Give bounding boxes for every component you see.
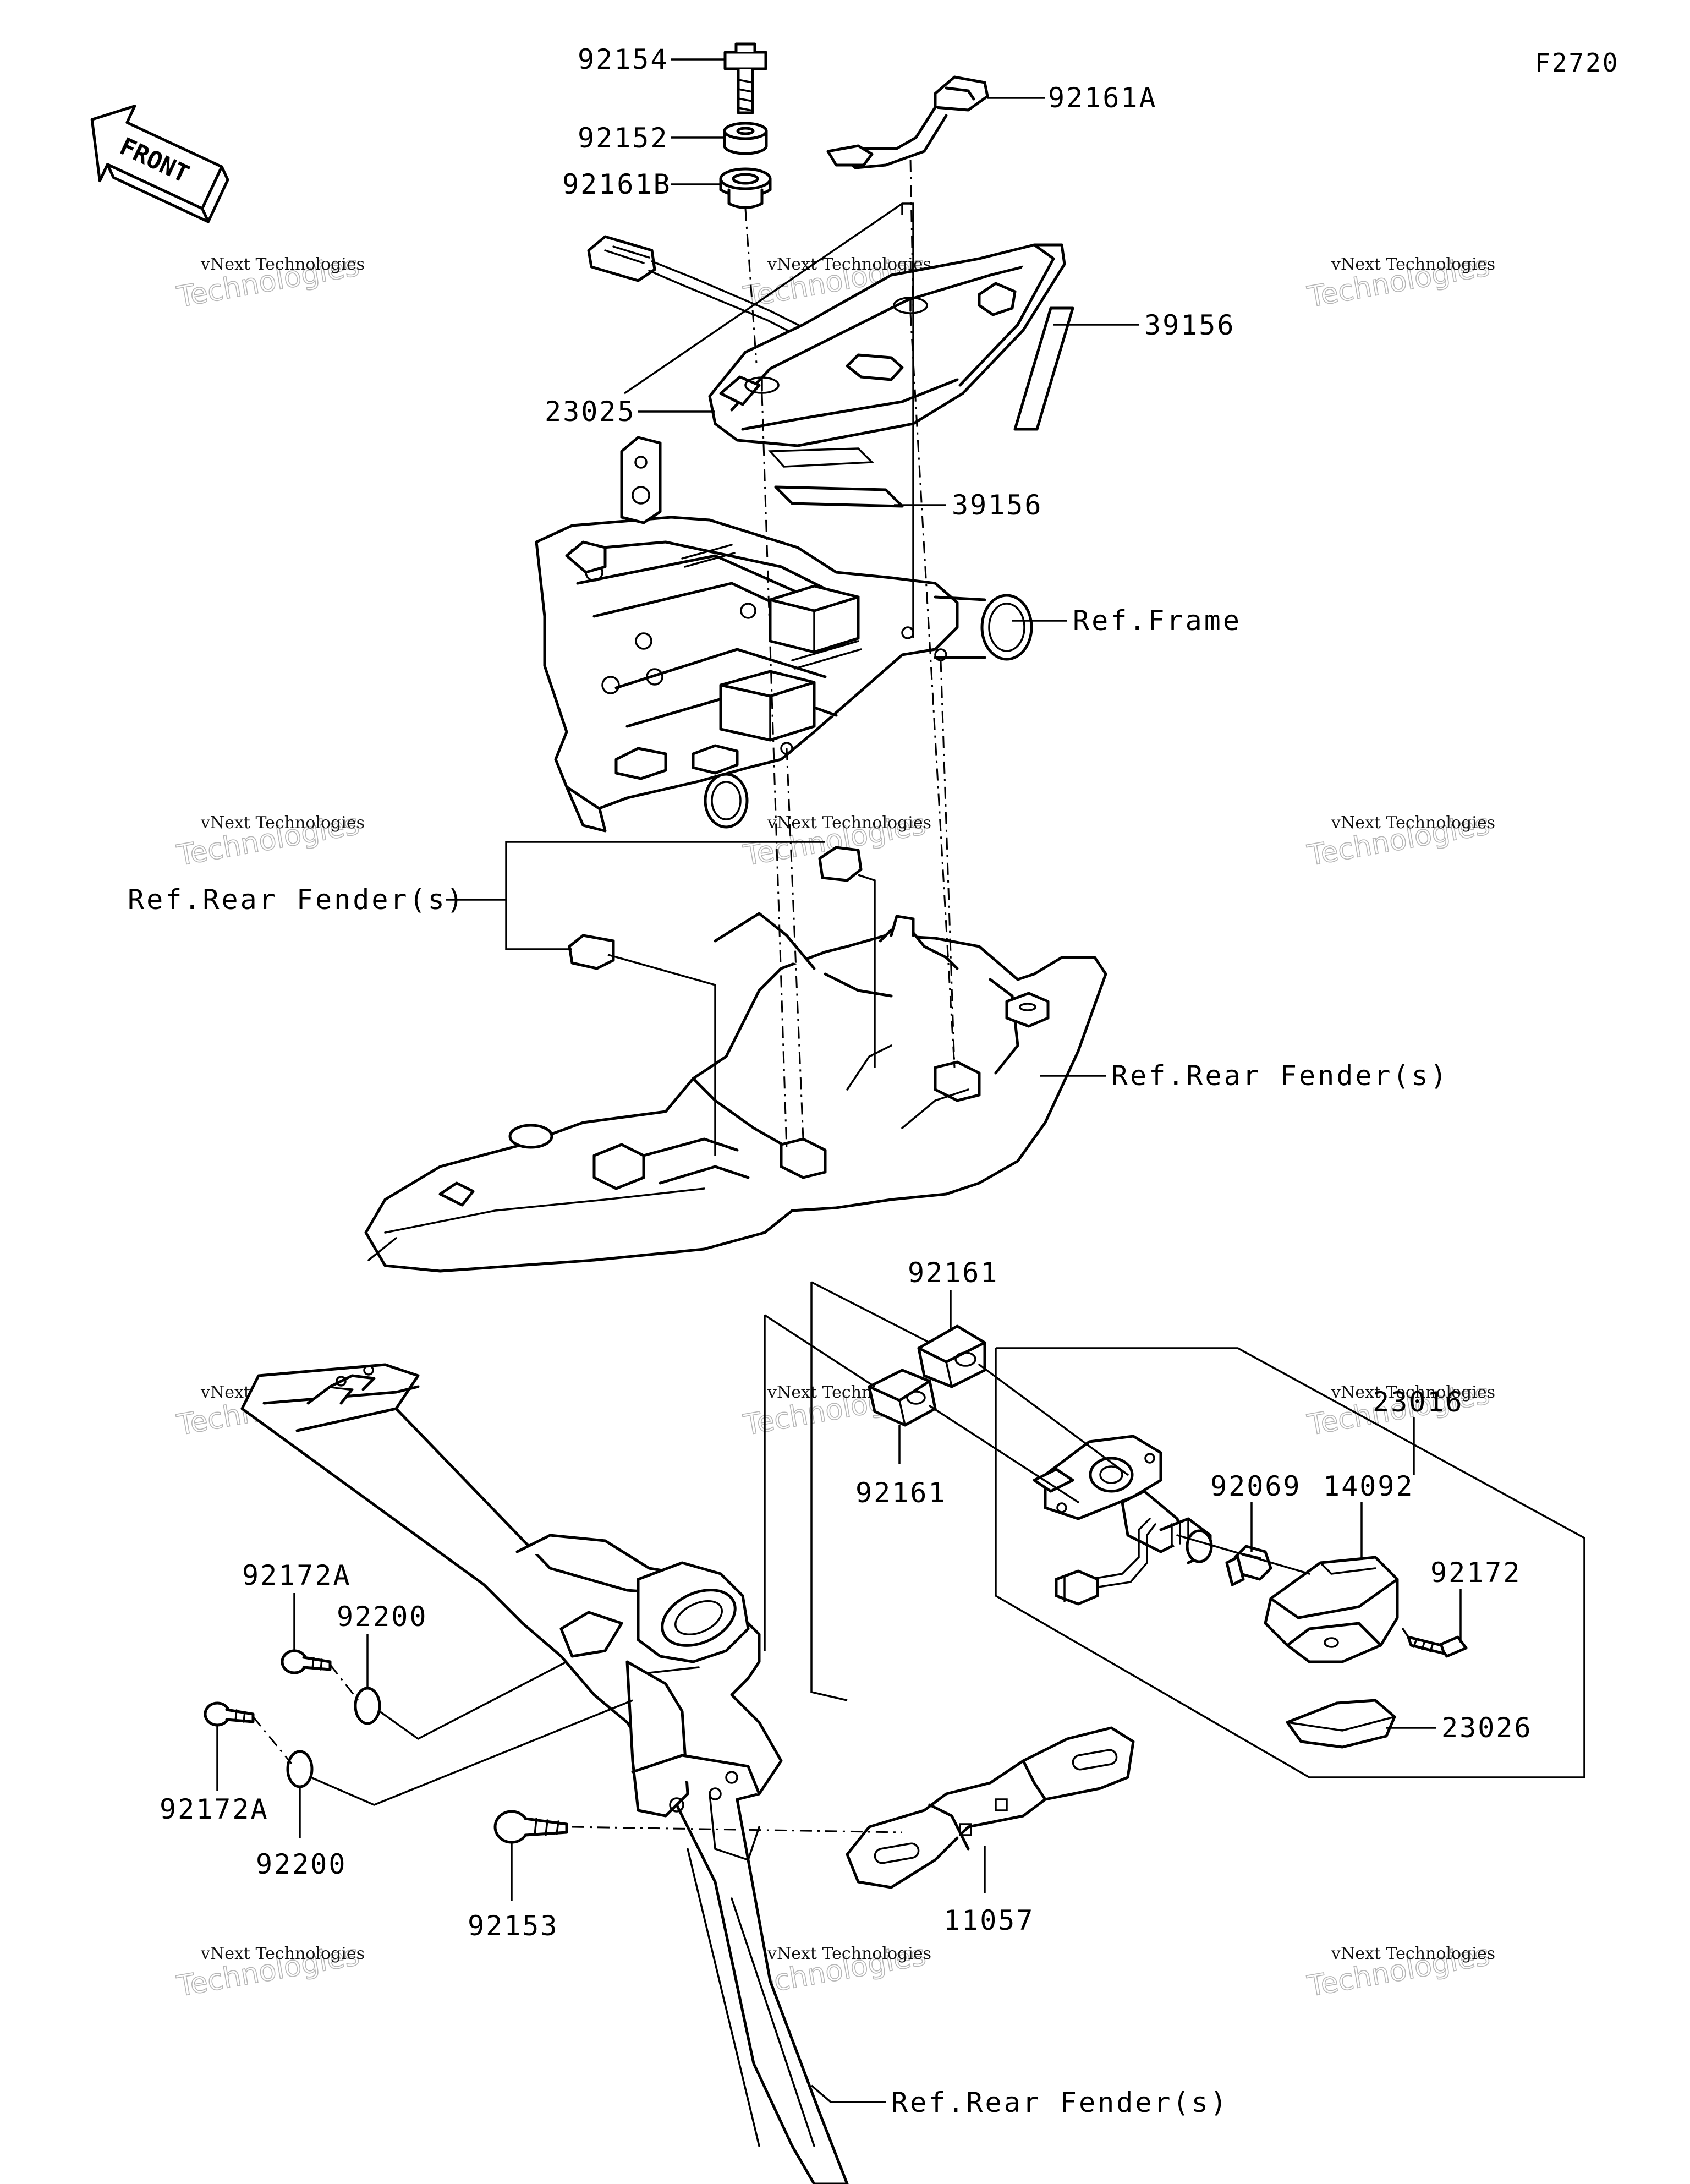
callout-92161A: 92161A [1048, 82, 1157, 114]
callout-ref-rear-fender-left: Ref.Rear Fender(s) [128, 884, 465, 916]
watermark-text-3: vNext Technologies [1331, 255, 1495, 274]
watermark-text-12: vNext Technologies [1331, 1944, 1495, 1963]
callout-23025: 23025 [545, 396, 636, 428]
license-light-23016 [868, 1324, 1468, 1749]
rear-fender-upper-reference [364, 846, 1107, 1273]
screw-92153 [493, 1810, 568, 1844]
screw-92172A-bottom [204, 1701, 255, 1727]
watermark-text-10: vNext Technologies [200, 1944, 365, 1963]
callout-14092: 14092 [1323, 1470, 1414, 1502]
rear-fender-lower-reference [240, 1363, 849, 2184]
callout-23016: 23016 [1373, 1386, 1464, 1418]
callout-92172A-top: 92172A [242, 1559, 352, 1591]
bolt-92154 [723, 42, 767, 114]
callout-23026: 23026 [1441, 1712, 1533, 1744]
screw-92172A-top [281, 1649, 332, 1674]
rear-frame-reference [535, 436, 1033, 833]
callout-ref-rear-fender-bottom: Ref.Rear Fender(s) [891, 2087, 1229, 2119]
callout-92161-top: 92161 [908, 1257, 999, 1289]
watermark-text-5: vNext Technologies [767, 813, 931, 833]
callout-92172A-bottom: 92172A [160, 1793, 269, 1825]
reflector-23026 [1286, 1699, 1396, 1749]
figure-number: F2720 [1535, 48, 1619, 78]
tape-39156-top [1013, 306, 1074, 431]
watermark-text-1: vNext Technologies [200, 255, 365, 274]
assembly-lines [252, 159, 1409, 1833]
washer-92200-top [354, 1687, 381, 1725]
callout-92200-top: 92200 [337, 1601, 428, 1633]
bracket-92161A [826, 75, 989, 169]
callout-92161-bottom: 92161 [855, 1477, 947, 1509]
callout-92069: 92069 [1210, 1470, 1302, 1502]
callout-39156-mid: 39156 [952, 489, 1043, 521]
watermark-text-2: vNext Technologies [767, 255, 931, 274]
callout-labels: 92154 92161A 92152 92161B 39156 23025 39… [128, 43, 1533, 2119]
screw-92172 [1407, 1635, 1468, 1658]
collar-92152 [723, 122, 768, 155]
callout-11057: 11057 [943, 1904, 1035, 1936]
tail-light-23025 [587, 235, 1066, 447]
washer-92200-bottom [286, 1750, 314, 1788]
front-arrow-icon: FRONT [90, 105, 229, 223]
watermark-text-6: vNext Technologies [1331, 813, 1495, 833]
leader-lines [216, 58, 1585, 2103]
callout-92161B: 92161B [562, 168, 672, 200]
lens-14092 [1264, 1556, 1399, 1663]
watermark-text-9: vNext Technologies [1331, 1383, 1495, 1402]
callout-92153: 92153 [468, 1910, 559, 1942]
callout-92172: 92172 [1430, 1557, 1522, 1589]
watermark-text-11: vNext Technologies [767, 1944, 931, 1963]
callout-ref-frame: Ref.Frame [1073, 605, 1242, 637]
callout-92154: 92154 [578, 43, 669, 75]
grommet-92161B [719, 167, 772, 209]
watermark-text-4: vNext Technologies [200, 813, 365, 833]
callout-39156-top: 39156 [1144, 309, 1236, 341]
callout-92200-bottom: 92200 [256, 1848, 347, 1880]
callout-ref-rear-fender-right: Ref.Rear Fender(s) [1111, 1060, 1449, 1092]
callout-92152: 92152 [578, 122, 669, 154]
plate-bracket-11057 [846, 1726, 1135, 1889]
grommet-92161-top [917, 1324, 986, 1388]
tape-39156-mid [774, 485, 904, 508]
